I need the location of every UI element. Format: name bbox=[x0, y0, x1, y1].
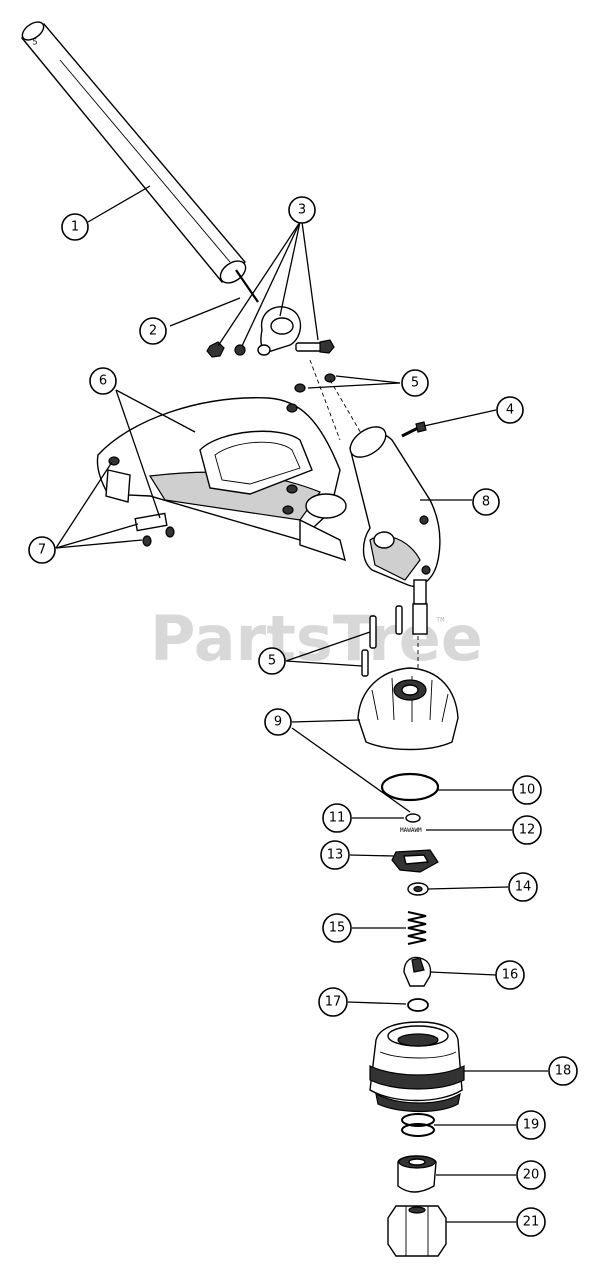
shaft-marking: 5 bbox=[32, 38, 37, 47]
callout-12: 12 bbox=[512, 815, 542, 845]
bump-knob-part bbox=[403, 956, 432, 987]
o-ring-part bbox=[407, 998, 429, 1012]
bracket-screws-part bbox=[134, 512, 175, 547]
callout-7: 7 bbox=[28, 536, 56, 564]
svg-text:5: 5 bbox=[411, 376, 419, 391]
center-line-upper bbox=[309, 359, 341, 441]
screw-part bbox=[401, 421, 427, 438]
svg-text:13: 13 bbox=[327, 848, 344, 863]
drive-cable-part bbox=[235, 269, 259, 303]
svg-text:17: 17 bbox=[325, 995, 342, 1010]
callout-15: 15 bbox=[322, 913, 352, 943]
callout-14: 14 bbox=[508, 872, 538, 902]
nut-part bbox=[387, 1205, 447, 1257]
callout-5-bottom: 5 bbox=[258, 647, 286, 675]
watermark-text: PartsTree bbox=[150, 602, 483, 675]
callout-17: 17 bbox=[318, 987, 348, 1017]
callout-21: 21 bbox=[516, 1207, 546, 1237]
washer-marking: MAWAWM bbox=[400, 827, 422, 834]
shaft-tube-part: 5 bbox=[20, 21, 247, 284]
callout-18: 18 bbox=[548, 1056, 578, 1086]
svg-text:16: 16 bbox=[502, 968, 519, 983]
svg-text:8: 8 bbox=[482, 495, 490, 510]
retainer-part bbox=[391, 849, 439, 873]
callout-9: 9 bbox=[264, 708, 292, 736]
svg-text:21: 21 bbox=[523, 1215, 540, 1230]
spring-part bbox=[407, 911, 427, 945]
watermark-tm: TM bbox=[436, 616, 444, 624]
pins-part bbox=[361, 605, 403, 677]
callout-3: 3 bbox=[288, 196, 316, 224]
svg-text:4: 4 bbox=[506, 403, 514, 418]
callout-1: 1 bbox=[61, 213, 89, 241]
callout-16: 16 bbox=[495, 960, 525, 990]
callout-13: 13 bbox=[320, 840, 350, 870]
svg-text:18: 18 bbox=[555, 1064, 572, 1079]
svg-text:6: 6 bbox=[99, 374, 107, 389]
svg-text:20: 20 bbox=[523, 1168, 540, 1183]
callout-4: 4 bbox=[496, 396, 524, 424]
callout-19: 19 bbox=[516, 1110, 546, 1140]
svg-text:11: 11 bbox=[329, 811, 346, 826]
gear-head-part bbox=[349, 426, 441, 635]
svg-text:3: 3 bbox=[298, 203, 306, 218]
svg-text:15: 15 bbox=[329, 921, 346, 936]
svg-text:5: 5 bbox=[268, 654, 276, 669]
clamp-hardware-part bbox=[206, 306, 335, 358]
ring-part bbox=[380, 772, 440, 802]
washer-part bbox=[407, 882, 429, 896]
lower-spring-part bbox=[401, 1113, 435, 1137]
svg-text:19: 19 bbox=[523, 1118, 540, 1133]
callout-2: 2 bbox=[139, 317, 167, 345]
svg-text:14: 14 bbox=[515, 880, 532, 895]
callout-8: 8 bbox=[472, 488, 500, 516]
callout-20: 20 bbox=[516, 1160, 546, 1190]
svg-text:7: 7 bbox=[38, 543, 46, 558]
callout-10: 10 bbox=[512, 775, 542, 805]
callout-11: 11 bbox=[322, 803, 352, 833]
svg-text:9: 9 bbox=[274, 715, 282, 730]
adapter-part bbox=[397, 1155, 437, 1193]
spool-cup-part bbox=[357, 667, 459, 751]
svg-text:2: 2 bbox=[149, 324, 157, 339]
spool-part bbox=[369, 1021, 465, 1113]
svg-text:10: 10 bbox=[519, 783, 536, 798]
callout-5-top: 5 bbox=[401, 369, 429, 397]
svg-text:12: 12 bbox=[519, 823, 536, 838]
small-washer-part bbox=[405, 813, 421, 823]
top-nuts-part bbox=[286, 373, 366, 441]
svg-text:1: 1 bbox=[71, 220, 79, 235]
callout-6: 6 bbox=[89, 367, 117, 395]
guard-shield-part bbox=[96, 397, 347, 562]
leader-lines bbox=[55, 185, 548, 1223]
